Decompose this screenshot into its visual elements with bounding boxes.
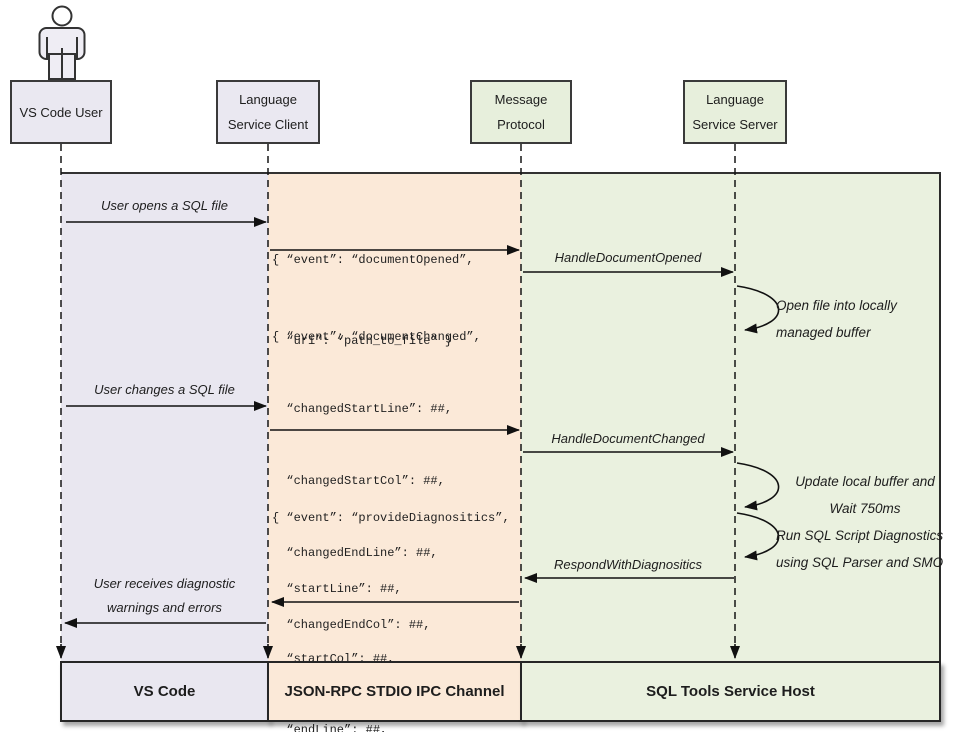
note-run-diagnostics: Run SQL Script Diagnostics using SQL Par…	[776, 522, 943, 576]
actor-label-line1: Language	[239, 92, 297, 107]
note-line: Wait 750ms	[829, 501, 901, 516]
footer-label-ipc-channel: JSON-RPC STDIO IPC Channel	[284, 683, 505, 700]
note-line: Update local buffer and	[795, 474, 935, 489]
payload-line: { “event”: “documentOpened”,	[272, 253, 474, 267]
payload-line: “changedEndLine”: ##,	[272, 546, 438, 560]
payload-line: “startLine”: ##,	[272, 581, 402, 596]
label-receive-line2: warnings and errors	[107, 600, 222, 615]
note-line: managed buffer	[776, 325, 871, 340]
actor-label-line2: Service Client	[227, 117, 309, 132]
actor-label-line1: Language	[706, 92, 764, 107]
payload-line: { “event”: “provideDiagnositics”,	[272, 511, 510, 525]
payload-line: “changedEndCol”: ##,	[272, 618, 431, 632]
payload-line: { “event”: “documentChanged”,	[272, 330, 481, 344]
actor-label-line2: Protocol	[497, 117, 545, 132]
band-service-host	[521, 174, 941, 662]
payload-document-opened: { “event”: “documentOpened”, “uri”: “pat…	[272, 193, 474, 409]
note-open-buffer: Open file into locally managed buffer	[776, 292, 897, 346]
actor-box-message-protocol: Message Protocol	[470, 80, 572, 144]
label-respond-with-diagnostics: RespondWithDiagnositics	[553, 557, 702, 572]
actor-box-language-service-client: Language Service Client	[216, 80, 320, 144]
user-actor-icon	[38, 5, 86, 80]
note-line: using SQL Parser and SMO	[776, 555, 944, 570]
footer-box-service-host: SQL Tools Service Host	[520, 661, 941, 722]
note-update-buffer: Update local buffer and Wait 750ms	[770, 468, 960, 522]
payload-line: “changedStartCol”: ##,	[272, 474, 445, 488]
footer-box-ipc-channel: JSON-RPC STDIO IPC Channel	[267, 661, 522, 722]
note-line: Run SQL Script Diagnostics	[776, 528, 944, 543]
footer-box-vscode: VS Code	[60, 661, 269, 722]
actor-box-vscode-user: VS Code User	[10, 80, 112, 144]
actor-label-line2: Service Server	[692, 117, 778, 132]
actor-label-line1: Message	[494, 92, 548, 107]
actor-label: VS Code User	[19, 104, 103, 120]
footer-label-vscode: VS Code	[133, 683, 196, 700]
label-receive-line1: User receives diagnostic	[93, 576, 236, 591]
payload-line: “uri”: “path_to_file” }	[272, 334, 453, 348]
label-change-file: User changes a SQL file	[94, 382, 235, 397]
band-vscode	[61, 174, 268, 662]
label-handle-document-opened: HandleDocumentOpened	[554, 250, 702, 265]
label-receive-diagnostics: User receives diagnostic warnings and er…	[61, 572, 268, 620]
footer-label-service-host: SQL Tools Service Host	[646, 683, 815, 700]
note-line: Open file into locally	[776, 298, 897, 313]
band-ipc-channel	[268, 174, 521, 662]
label-handle-document-changed: HandleDocumentChanged	[551, 431, 705, 446]
payload-line: “endLine”: ##,	[272, 722, 388, 732]
actor-box-language-service-server: Language Service Server	[683, 80, 787, 144]
payload-line: “changedStartLine”: ##,	[272, 402, 453, 416]
label-open-file: User opens a SQL file	[101, 198, 228, 213]
payload-document-changed: { “event”: “documentChanged”, “changedSt…	[272, 277, 502, 732]
